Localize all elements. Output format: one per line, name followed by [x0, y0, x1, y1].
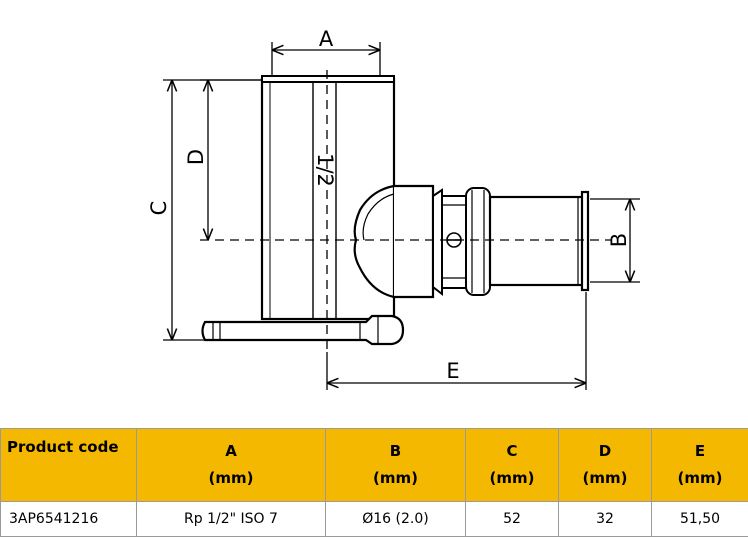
header-e: E (mm): [652, 429, 748, 502]
fitting-body: [262, 79, 394, 319]
header-unit: (mm): [559, 465, 651, 492]
cell-c: 52: [466, 502, 559, 537]
header-unit: (mm): [326, 465, 465, 492]
dimension-e-label: E: [446, 359, 459, 383]
header-product-code: Product code: [1, 429, 137, 502]
cell-d: 32: [559, 502, 652, 537]
header-c: C (mm): [466, 429, 559, 502]
header-a: A (mm): [137, 429, 326, 502]
header-unit: (mm): [137, 465, 325, 492]
header-label: Product code: [7, 437, 136, 457]
header-d: D (mm): [559, 429, 652, 502]
pipe: [490, 192, 588, 290]
header-unit: (mm): [652, 465, 748, 492]
header-label: A: [137, 438, 325, 465]
header-label: E: [652, 438, 748, 465]
header-label: B: [326, 438, 465, 465]
dimension-b-label: B: [607, 233, 631, 247]
header-unit: (mm): [466, 465, 558, 492]
dimension-c-label: C: [147, 201, 171, 216]
cell-e: 51,50: [652, 502, 748, 537]
thread-band: [262, 76, 394, 82]
dimension-c: [163, 80, 262, 340]
mounting-flange: [203, 316, 404, 344]
header-b: B (mm): [326, 429, 466, 502]
table-row: 3AP6541216 Rp 1/2" ISO 7 Ø16 (2.0) 52 32…: [1, 502, 748, 537]
dimension-d: [200, 80, 262, 239]
dimension-d-label: D: [184, 149, 208, 165]
cell-b: Ø16 (2.0): [326, 502, 466, 537]
table-header-row: Product code A (mm) B (mm) C (mm) D (mm)…: [1, 429, 748, 502]
fitting-technical-drawing: 1/2 A C D B E: [0, 0, 748, 428]
thread-label: 1/2: [313, 153, 337, 187]
cell-product-code: 3AP6541216: [1, 502, 137, 537]
dimension-a-label: A: [319, 27, 334, 51]
header-label: C: [466, 438, 558, 465]
header-label: D: [559, 438, 651, 465]
spec-table: Product code A (mm) B (mm) C (mm) D (mm)…: [0, 428, 748, 537]
cell-a: Rp 1/2" ISO 7: [137, 502, 326, 537]
